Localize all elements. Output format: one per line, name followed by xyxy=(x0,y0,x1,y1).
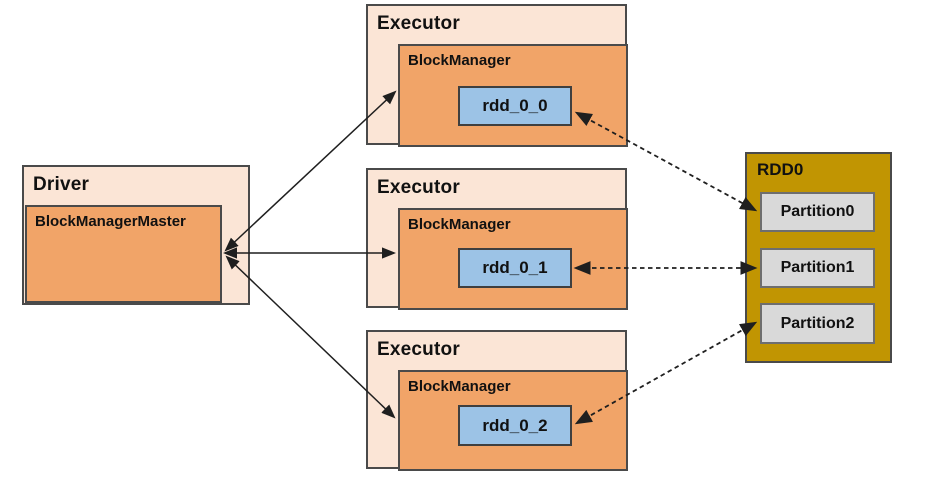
partition2-box: Partition2 xyxy=(760,303,875,344)
blockmanager-3-box: BlockManager rdd_0_2 xyxy=(398,370,628,471)
blockmanager-1-label: BlockManager xyxy=(408,52,511,69)
executor-2-box: Executor BlockManager rdd_0_1 xyxy=(366,168,628,310)
blockmanager-2-label: BlockManager xyxy=(408,216,511,233)
executor-3-title: Executor xyxy=(377,339,460,360)
driver-title: Driver xyxy=(33,174,90,195)
partition0-box: Partition0 xyxy=(760,192,875,232)
blockmanagermaster-label: BlockManagerMaster xyxy=(35,213,186,230)
rdd0-title: RDD0 xyxy=(757,160,804,179)
driver-box: Driver BlockManagerMaster xyxy=(22,165,250,305)
rdd0-box: RDD0 Partition0 Partition1 Partition2 xyxy=(745,152,892,363)
executor-1-title: Executor xyxy=(377,13,460,34)
blockmanager-1-box: BlockManager rdd_0_0 xyxy=(398,44,628,147)
rdd-0-1-block: rdd_0_1 xyxy=(458,248,572,288)
rdd-0-0-block: rdd_0_0 xyxy=(458,86,572,126)
executor-3-box: Executor BlockManager rdd_0_2 xyxy=(366,330,628,471)
blockmanager-2-box: BlockManager rdd_0_1 xyxy=(398,208,628,310)
blockmanagermaster-box: BlockManagerMaster xyxy=(25,205,222,303)
partition1-box: Partition1 xyxy=(760,248,875,288)
blockmanager-3-label: BlockManager xyxy=(408,378,511,395)
executor-1-box: Executor BlockManager rdd_0_0 xyxy=(366,4,628,147)
executor-2-title: Executor xyxy=(377,177,460,198)
rdd-0-2-block: rdd_0_2 xyxy=(458,405,572,446)
